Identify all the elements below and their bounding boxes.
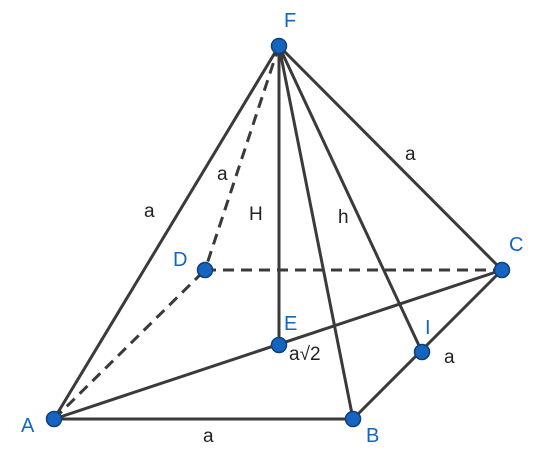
label-f: F	[284, 10, 296, 32]
edge-bc	[351, 268, 504, 421]
edge-fa	[52, 44, 281, 421]
edge-fi	[277, 44, 424, 354]
length-fa: a	[144, 201, 155, 222]
point-f[interactable]	[270, 37, 288, 55]
edge-fc	[277, 44, 504, 272]
length-fc: a	[405, 144, 416, 165]
length-ic: a	[444, 347, 455, 368]
label-e: E	[284, 313, 297, 335]
label-d: D	[173, 249, 187, 271]
label-c: C	[509, 234, 523, 256]
point-b[interactable]	[344, 410, 362, 428]
point-i[interactable]	[413, 343, 431, 361]
length-ae: a√2	[289, 344, 321, 365]
edge-fd	[203, 45, 281, 271]
point-e[interactable]	[270, 336, 288, 354]
label-b: B	[366, 425, 379, 447]
hidden-edges	[52, 45, 502, 421]
vertex-labels: F D C E I A B	[21, 10, 523, 447]
length-fd: a	[217, 164, 228, 185]
length-labels: a a H h a a√2 a a	[144, 144, 455, 447]
label-a: A	[21, 415, 35, 437]
point-d[interactable]	[196, 261, 214, 279]
length-ab: a	[203, 426, 214, 447]
label-i: I	[425, 317, 431, 339]
length-fe: H	[249, 204, 263, 225]
point-c[interactable]	[493, 261, 511, 279]
edge-fb	[277, 44, 355, 421]
vertices	[45, 37, 511, 428]
point-a[interactable]	[45, 410, 63, 428]
length-fi: h	[338, 207, 349, 228]
visible-edges	[52, 44, 504, 421]
